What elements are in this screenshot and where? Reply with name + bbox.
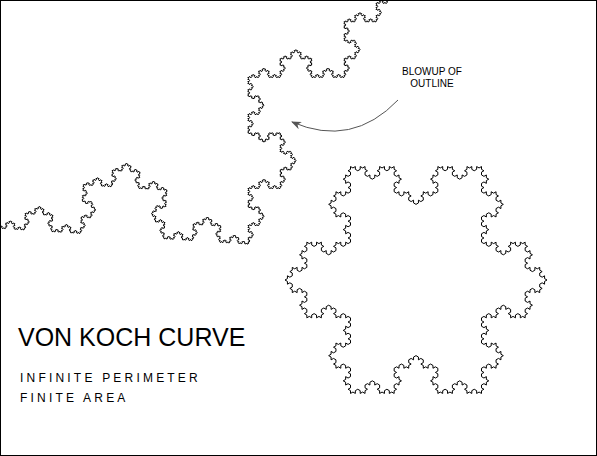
title: VON KOCH CURVE	[18, 323, 245, 352]
callout-label: BLOWUP OF OUTLINE	[392, 66, 472, 90]
note-label: FINITE AREA	[20, 391, 129, 405]
note-label: INFINITE PERIMETER	[20, 371, 201, 385]
pointer-arrow	[292, 100, 398, 131]
koch-snowflake	[285, 167, 547, 394]
